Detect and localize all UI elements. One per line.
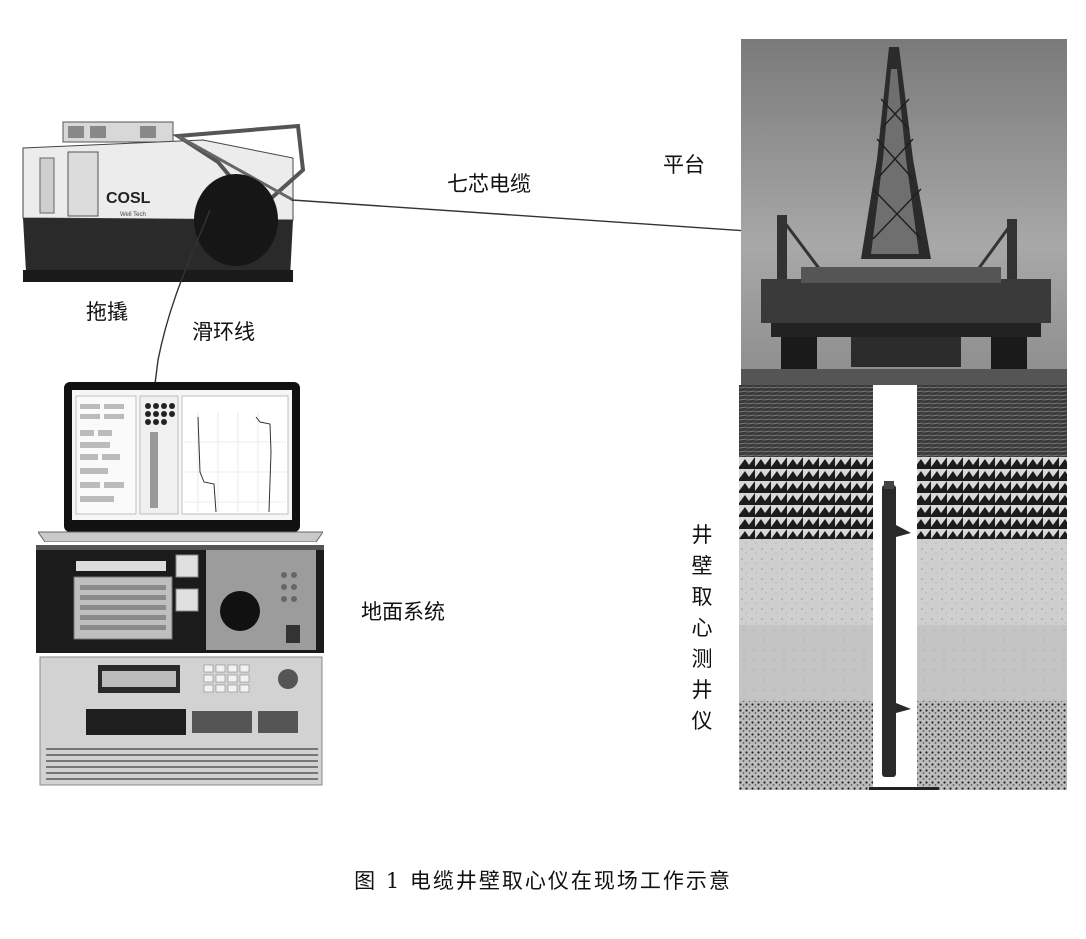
logging-skid-image: COSL Well Tech: [22, 121, 306, 282]
surface-system-label: 地面系统: [361, 600, 445, 624]
surface-rack-image: [36, 545, 324, 786]
platform-label: 平台: [663, 153, 705, 177]
laptop-image: [38, 382, 323, 542]
figure-caption: 图 1 电缆井壁取心仪在现场工作示意: [354, 869, 732, 893]
slip-ring-label: 滑环线: [192, 320, 255, 344]
offshore-platform-image: [741, 39, 1067, 385]
skid-brand-logo: COSL: [106, 190, 151, 207]
borehole-formation-image: [739, 385, 1067, 790]
cable-label: 七芯电缆: [447, 172, 531, 196]
tool-label: 井壁取心测井仪: [691, 523, 713, 733]
slip-ring-line: [154, 209, 211, 385]
skid-label: 拖撬: [86, 300, 128, 324]
svg-text:Well Tech: Well Tech: [120, 212, 146, 218]
